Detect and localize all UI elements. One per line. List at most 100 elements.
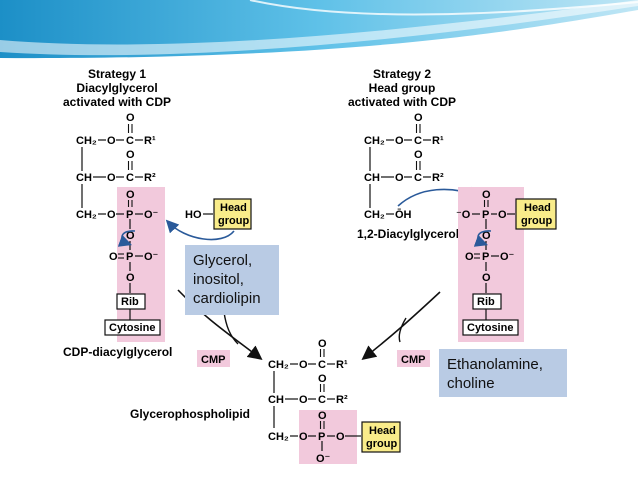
svg-text:C: C bbox=[318, 359, 326, 371]
cmp-branch-right bbox=[398, 317, 407, 343]
svg-text:P: P bbox=[126, 209, 133, 221]
svg-text:O: O bbox=[498, 209, 507, 221]
svg-text:C: C bbox=[126, 172, 134, 184]
svg-text:Rib: Rib bbox=[121, 296, 139, 308]
svg-text:P: P bbox=[482, 251, 489, 263]
svg-text:O: O bbox=[395, 172, 404, 184]
svg-text:CH₂: CH₂ bbox=[76, 135, 97, 147]
curved-arrow-icon bbox=[117, 230, 136, 247]
svg-text:P: P bbox=[482, 209, 489, 221]
svg-text:O⁻: O⁻ bbox=[144, 251, 159, 263]
cytosine-box bbox=[104, 319, 161, 336]
svg-text:O: O bbox=[318, 410, 327, 422]
svg-text:C: C bbox=[414, 135, 422, 147]
pink-highlight bbox=[117, 187, 165, 342]
svg-text:O⁻: O⁻ bbox=[500, 251, 515, 263]
callout-glycerol-inositol-cardiolipin: Glycerol, inositol, cardiolipin bbox=[185, 245, 279, 315]
svg-text:O: O bbox=[126, 149, 135, 161]
svg-text:O: O bbox=[414, 112, 423, 124]
svg-text:HO: HO bbox=[185, 209, 202, 221]
svg-text:O: O bbox=[107, 172, 116, 184]
svg-text:O: O bbox=[299, 431, 308, 443]
svg-text:C: C bbox=[318, 394, 326, 406]
curved-arrow-right-icon bbox=[473, 230, 492, 247]
glycerophospholipid-structure: CH₂ O C R¹ O CH O C R² O CH₂ O P O Head … bbox=[268, 338, 401, 465]
pink-highlight-product bbox=[299, 410, 357, 464]
svg-text:CH: CH bbox=[364, 172, 380, 184]
cmp-right: CMP bbox=[397, 350, 430, 367]
diacylglycerol-label: 1,2-Diacylglycerol bbox=[357, 227, 459, 241]
callout-right-line-1: Ethanolamine, bbox=[447, 356, 543, 373]
strategy2-line3: activated with CDP bbox=[348, 95, 456, 109]
pink-highlight-right bbox=[458, 187, 524, 342]
svg-text:R¹: R¹ bbox=[432, 135, 444, 147]
top-banner bbox=[0, 0, 638, 59]
svg-text:R¹: R¹ bbox=[336, 359, 348, 371]
svg-text:Rib: Rib bbox=[477, 296, 495, 308]
callout-ethanolamine-choline: Ethanolamine, choline bbox=[439, 349, 567, 397]
attack-arrow-icon bbox=[165, 219, 235, 241]
svg-text:CH₂: CH₂ bbox=[364, 135, 385, 147]
svg-text:CMP: CMP bbox=[201, 354, 225, 366]
svg-text:Head: Head bbox=[369, 425, 396, 437]
svg-text:CH₂: CH₂ bbox=[268, 359, 289, 371]
svg-text:CH: CH bbox=[268, 394, 284, 406]
svg-text:O: O bbox=[318, 338, 327, 350]
svg-text:CH₂: CH₂ bbox=[76, 209, 97, 221]
svg-text:Cytosine: Cytosine bbox=[467, 322, 513, 334]
svg-text:ŌH: ŌH bbox=[395, 209, 412, 221]
left-head-group: HO Head group bbox=[165, 198, 252, 241]
svg-text:P: P bbox=[318, 431, 325, 443]
svg-text:O⁻: O⁻ bbox=[316, 453, 331, 465]
svg-text:group: group bbox=[366, 438, 397, 450]
svg-text:R¹: R¹ bbox=[144, 135, 156, 147]
svg-text:O: O bbox=[126, 272, 135, 284]
callout-left-line-2: inositol, bbox=[193, 271, 244, 288]
cmp-left: CMP bbox=[197, 350, 230, 367]
callout-right-line-2: choline bbox=[447, 375, 495, 392]
svg-text:O: O bbox=[299, 394, 308, 406]
svg-text:Head: Head bbox=[220, 202, 247, 214]
strategy1-line2: Diacylglycerol bbox=[76, 81, 157, 95]
svg-text:group: group bbox=[521, 215, 552, 227]
svg-text:Cytosine: Cytosine bbox=[109, 322, 155, 334]
glycerophospholipid-label: Glycerophospholipid bbox=[130, 407, 250, 421]
cmp-branch-left bbox=[223, 311, 239, 345]
svg-text:CH: CH bbox=[76, 172, 92, 184]
svg-text:group: group bbox=[218, 215, 249, 227]
svg-text:⁻O: ⁻O bbox=[456, 209, 471, 221]
svg-text:O: O bbox=[126, 112, 135, 124]
cdp-diacylglycerol-structure: CH₂ O C R¹ O CH O C R² O CH₂ O P O⁻ O O bbox=[76, 112, 165, 342]
svg-text:O: O bbox=[107, 209, 116, 221]
strategy2-line2: Head group bbox=[369, 81, 436, 95]
cdp-head-group-structure: ⁻O P O Head group O O O P O⁻ O Rib Cytos… bbox=[456, 187, 557, 342]
strategy1-line3: activated with CDP bbox=[63, 95, 171, 109]
svg-text:O: O bbox=[109, 251, 118, 263]
svg-text:O⁻: O⁻ bbox=[144, 209, 159, 221]
strategy2-title: Strategy 2 bbox=[373, 67, 431, 81]
svg-text:Head: Head bbox=[524, 202, 551, 214]
svg-text:O: O bbox=[482, 272, 491, 284]
svg-text:C: C bbox=[414, 172, 422, 184]
svg-text:O: O bbox=[299, 359, 308, 371]
diacylglycerol-structure: CH₂ O C R¹ O CH O C R² O CH₂ ŌH bbox=[364, 112, 444, 221]
svg-text:CH₂: CH₂ bbox=[268, 431, 289, 443]
svg-text:O: O bbox=[107, 135, 116, 147]
strategy1-title: Strategy 1 bbox=[88, 67, 146, 81]
cdp-diacylglycerol-label: CDP-diacylglycerol bbox=[63, 345, 172, 359]
svg-text:R²: R² bbox=[432, 172, 444, 184]
svg-text:O: O bbox=[126, 189, 135, 201]
callout-left-line-1: Glycerol, bbox=[193, 252, 253, 269]
svg-text:C: C bbox=[126, 135, 134, 147]
svg-text:O: O bbox=[465, 251, 474, 263]
svg-text:O: O bbox=[318, 373, 327, 385]
svg-text:R²: R² bbox=[144, 172, 156, 184]
svg-text:P: P bbox=[126, 251, 133, 263]
rib-box bbox=[116, 293, 146, 310]
svg-text:O: O bbox=[482, 189, 491, 201]
svg-text:CMP: CMP bbox=[401, 354, 425, 366]
callout-left-line-3: cardiolipin bbox=[193, 290, 261, 307]
svg-text:R²: R² bbox=[336, 394, 348, 406]
